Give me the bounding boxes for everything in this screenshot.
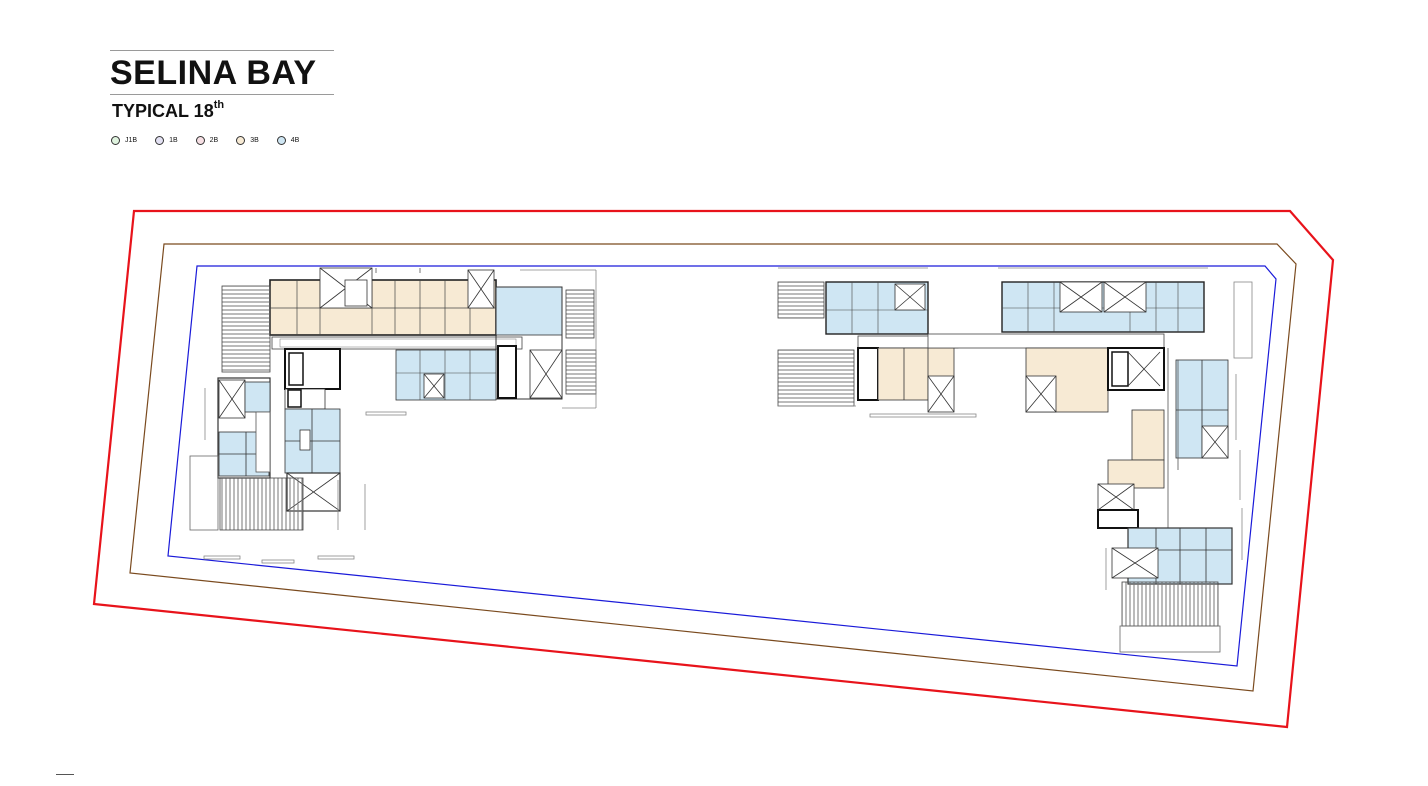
legend-label: 3B — [250, 137, 259, 144]
scale-mark — [56, 774, 74, 775]
legend-item-2b: 2B — [195, 136, 219, 145]
legend-label: 2B — [209, 137, 219, 144]
legend-swatch-2b — [195, 136, 205, 145]
legend-swatch-4b — [276, 136, 286, 145]
legend-item-4b: 4B — [276, 136, 300, 145]
site-boundary-line — [92, 209, 1335, 729]
legend-swatch-3b — [236, 136, 246, 145]
west-top-units-4b — [495, 286, 563, 336]
title-top-rule — [110, 50, 334, 51]
legend-label: 4B — [290, 137, 300, 144]
legend-item-1b: 1B — [155, 136, 178, 145]
building-line — [167, 265, 1277, 667]
east-wing — [777, 267, 1253, 653]
floor-label: TYPICAL 18 — [112, 101, 214, 121]
west-balcony — [221, 285, 271, 373]
floor-suffix: th — [213, 99, 225, 111]
west-top-units — [269, 279, 497, 336]
west-wing — [189, 267, 597, 564]
floor-subtitle: TYPICAL 18th — [112, 99, 225, 122]
legend-label: J1B — [125, 137, 138, 144]
legend-swatch-1b — [155, 136, 165, 145]
unit-type-legend: J1B 1B 2B 3B 4B — [111, 136, 317, 145]
legend-label: 1B — [169, 137, 178, 144]
legend-item-3b: 3B — [236, 136, 259, 145]
project-title: SELINA BAY — [110, 54, 317, 92]
title-block: SELINA BAY — [110, 50, 334, 95]
setback-line — [129, 243, 1297, 692]
legend-item-j1b: J1B — [111, 136, 137, 145]
legend-swatch-j1b — [111, 136, 120, 145]
title-bottom-rule — [110, 94, 334, 95]
